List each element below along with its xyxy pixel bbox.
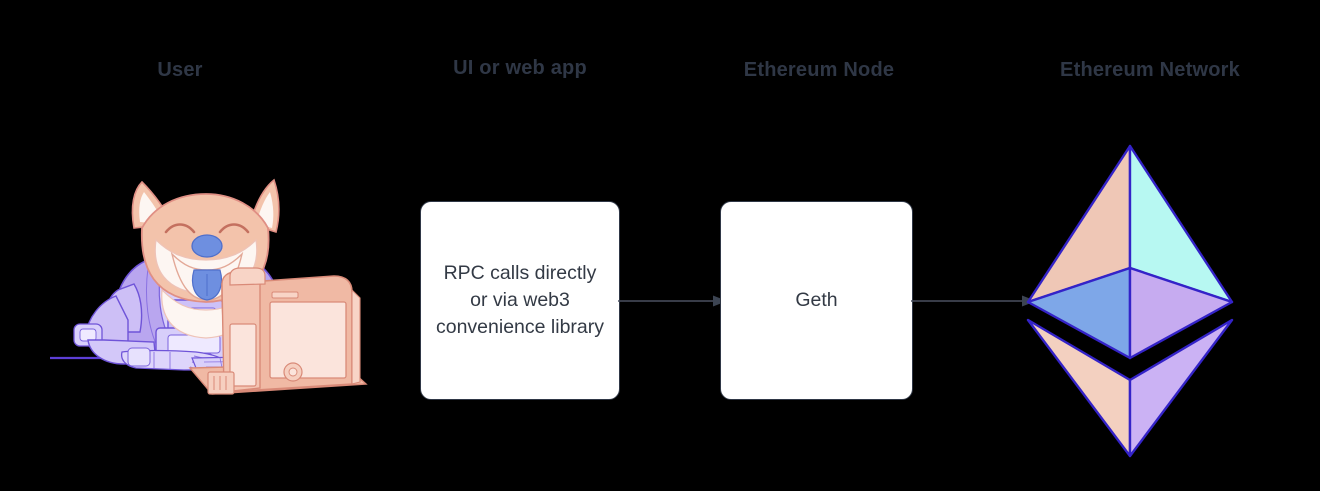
column-header-ethereum-node: Ethereum Node bbox=[743, 59, 895, 81]
process-box-rpc-calls[interactable]: RPC calls directly or via web3 convenien… bbox=[420, 201, 620, 400]
process-box-rpc-label: RPC calls directly or via web3 convenien… bbox=[435, 262, 604, 338]
ethereum-diamond-logo bbox=[1022, 142, 1238, 460]
process-box-geth-label: Geth bbox=[795, 289, 838, 311]
arrow-rpc-to-geth bbox=[618, 294, 728, 308]
column-header-ui-or-web-app: UI or web app bbox=[453, 57, 587, 79]
column-header-ethereum-network: Ethereum Network bbox=[1060, 59, 1240, 81]
process-box-geth[interactable]: Geth bbox=[720, 201, 913, 400]
arrow-geth-to-network bbox=[911, 294, 1037, 308]
doge-at-computer-illustration bbox=[44, 172, 374, 408]
column-header-user: User bbox=[157, 59, 203, 81]
